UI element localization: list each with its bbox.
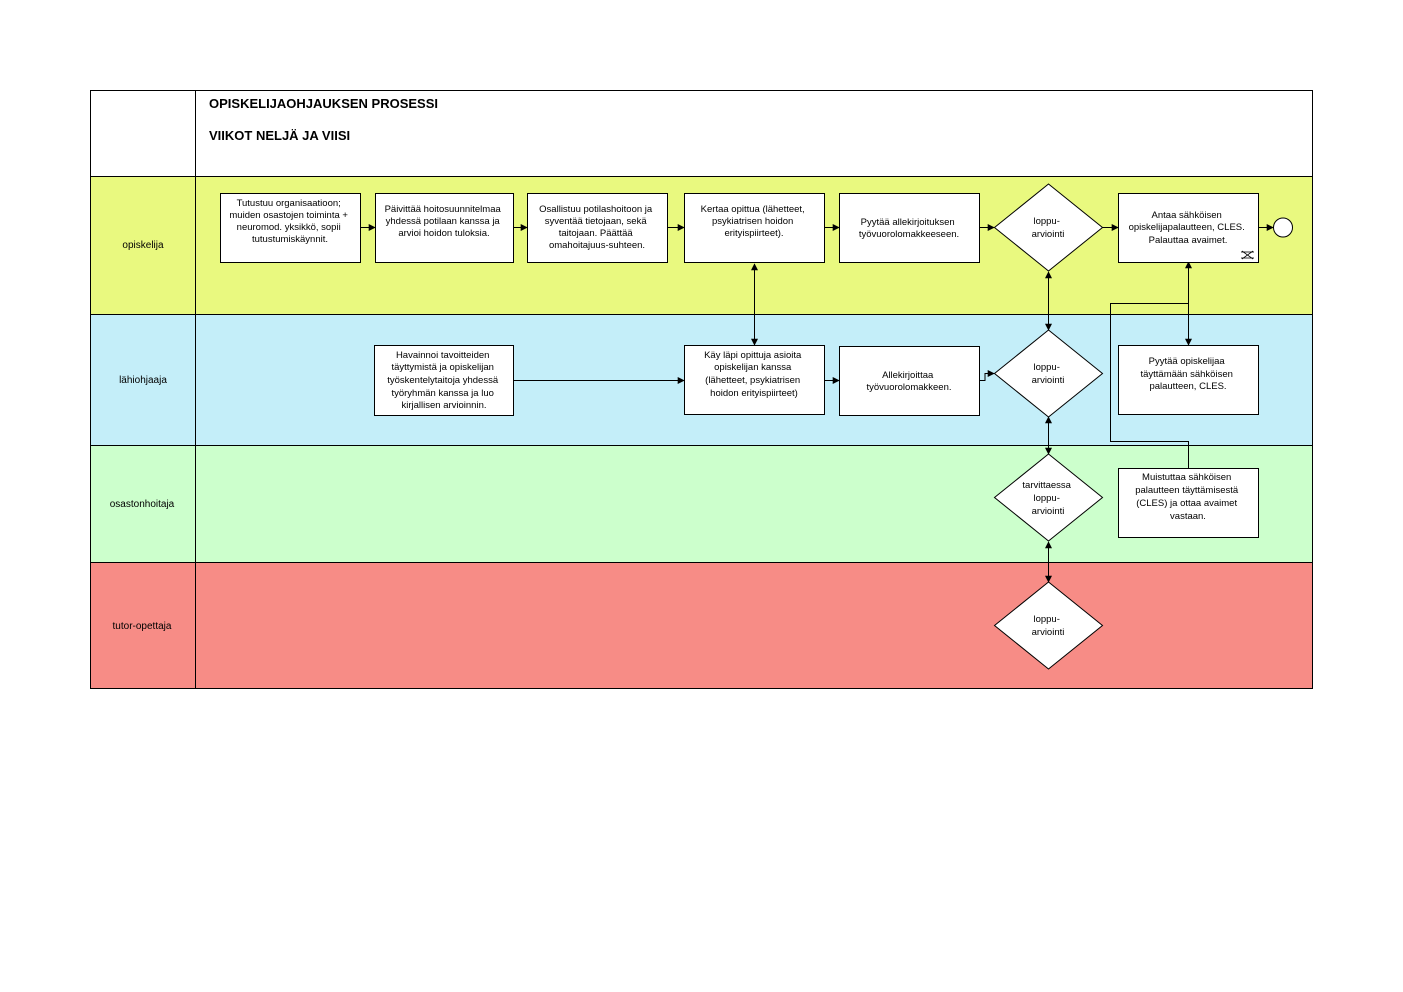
task-box-l1: Havainnoi tavoitteiden täyttymistä ja op…: [374, 345, 514, 416]
task-box-t5: Pyytää allekirjoituksen työvuorolomakkee…: [839, 193, 980, 263]
lane-label: tutor-opettaja: [113, 621, 172, 632]
lane-label: lähiohjaaja: [119, 375, 167, 386]
decision-text: loppu- arviointi: [1032, 216, 1065, 240]
task-text: Muistuttaa sähköisen palautteen täyttämi…: [1135, 472, 1241, 522]
end-event-circle: [1273, 217, 1293, 238]
decision-text: loppu- arviointi: [1032, 362, 1065, 386]
task-text: Allekirjoittaa työvuorolomakkeen.: [866, 370, 951, 393]
task-text: Osallistuu potilashoitoon ja syventää ti…: [539, 204, 655, 251]
flow-arrow: [979, 370, 995, 381]
task-box-t1: Tutustuu organisaatioon; muiden osastoje…: [220, 193, 361, 263]
subprocess-marker-icon: [1241, 250, 1254, 260]
decision-d3: tarvittaessa loppu- arviointi: [993, 453, 1104, 542]
task-text: Tutustuu organisaatioon; muiden osastoje…: [229, 198, 350, 245]
task-box-t2: Päivittää hoitosuunnitelmaa yhdessä poti…: [375, 193, 514, 263]
header-box: [90, 90, 1313, 177]
task-text: Käy läpi opittuja asioita opiskelijan ka…: [704, 350, 804, 399]
task-box-l2: Käy läpi opittuja asioita opiskelijan ka…: [684, 345, 825, 415]
connectors: [360, 224, 1274, 583]
task-box-o1: Muistuttaa sähköisen palautteen täyttämi…: [1118, 468, 1259, 538]
task-text: Pyytää allekirjoituksen työvuorolomakkee…: [859, 217, 959, 240]
task-box-t6: Antaa sähköisen opiskelijapalautteen, CL…: [1118, 193, 1259, 263]
decision-text: loppu- arviointi: [1032, 614, 1065, 638]
task-box-l4: Pyytää opiskelijaa täyttämään sähköisen …: [1118, 345, 1259, 415]
decision-text: tarvittaessa loppu- arviointi: [1022, 480, 1073, 517]
flow-line: [1110, 303, 1189, 468]
diagram-title: OPISKELIJAOHJAUKSEN PROSESSI: [209, 96, 438, 111]
diagram-subtitle: VIIKOT NELJÄ JA VIISI: [209, 128, 350, 143]
task-text: Havainnoi tavoitteiden täyttymistä ja op…: [387, 350, 501, 411]
lane-label: opiskelija: [122, 240, 164, 251]
task-text: Päivittää hoitosuunnitelmaa yhdessä poti…: [385, 204, 504, 239]
lane-tutor-opettaja: tutor-opettaja: [90, 562, 1313, 689]
task-box-t4: Kertaa opittua (lähetteet, psykiatrisen …: [684, 193, 825, 263]
decision-d1: loppu- arviointi: [993, 183, 1104, 272]
decision-d2: loppu- arviointi: [993, 329, 1104, 418]
task-box-l3: Allekirjoittaa työvuorolomakkeen.: [839, 346, 980, 416]
lane-label: osastonhoitaja: [110, 499, 175, 510]
decision-d4: loppu- arviointi: [993, 581, 1104, 670]
task-box-t3: Osallistuu potilashoitoon ja syventää ti…: [527, 193, 668, 263]
lane-osastonhoitaja: osastonhoitaja: [90, 445, 1313, 563]
task-text: Kertaa opittua (lähetteet, psykiatrisen …: [701, 204, 808, 239]
task-text: Antaa sähköisen opiskelijapalautteen, CL…: [1129, 210, 1248, 246]
task-text: Pyytää opiskelijaa täyttämään sähköisen …: [1140, 356, 1235, 392]
